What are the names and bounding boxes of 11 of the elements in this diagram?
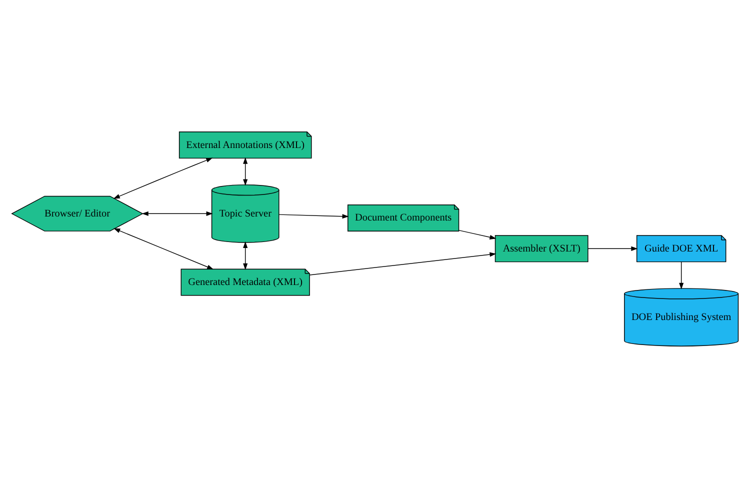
arrow	[113, 158, 213, 199]
arrow	[679, 262, 684, 290]
arrow	[458, 230, 496, 240]
arrow	[243, 157, 248, 186]
node-box: Assembler (XSLT)	[494, 235, 588, 262]
arrow	[243, 241, 248, 270]
arrow	[114, 228, 214, 270]
arrow	[309, 252, 496, 276]
arrow	[588, 246, 638, 251]
arrow	[142, 211, 213, 216]
arrow	[278, 214, 349, 219]
